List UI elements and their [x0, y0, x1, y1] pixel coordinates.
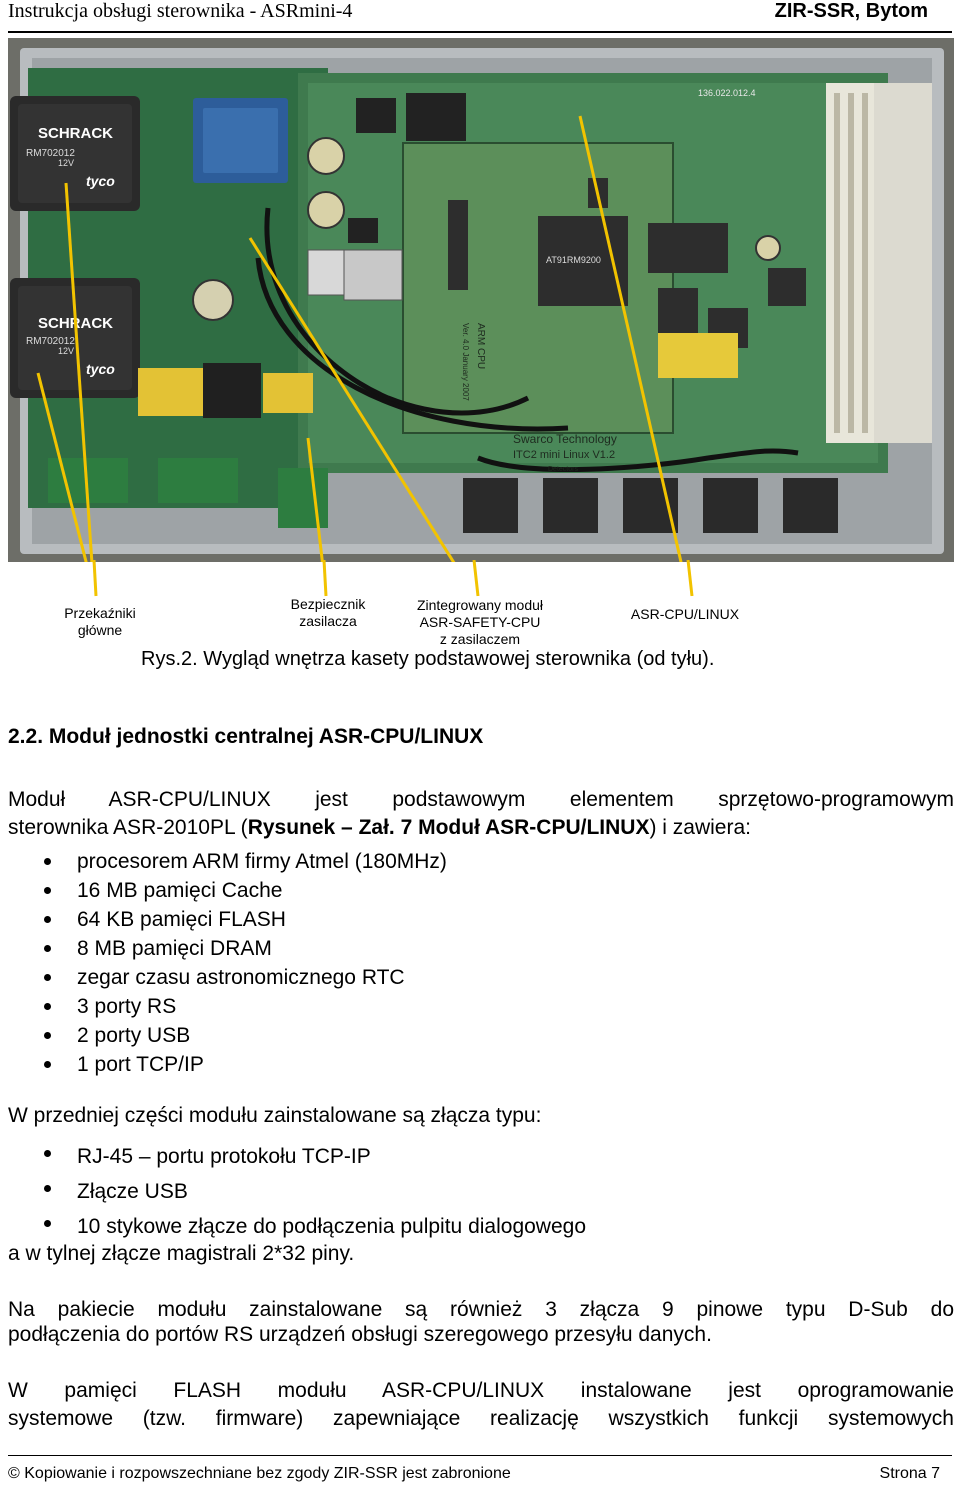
copyright-icon: ©: [8, 1465, 20, 1482]
rear-connector-text: a w tylnej złącze magistrali 2*32 piny.: [8, 1242, 355, 1265]
relay-1-brand: SCHRACK: [38, 125, 113, 142]
list-item: 1 port TCP/IP: [0, 1050, 447, 1079]
callout-relays: Przekaźniki główne: [64, 605, 136, 638]
intro-line-2: sterownika ASR-2010PL (Rysunek – Zał. 7 …: [8, 816, 751, 839]
features-list: procesorem ARM firmy Atmel (180MHz) 16 M…: [0, 847, 447, 1079]
connectors-list: RJ-45 – portu protokołu TCP-IP Złącze US…: [0, 1139, 586, 1244]
header-company: ZIR-SSR, Bytom: [774, 0, 928, 22]
list-item: Złącze USB: [0, 1174, 586, 1209]
cpu-chip: AT91RM9200: [538, 216, 628, 306]
list-item: 16 MB pamięci Cache: [0, 876, 447, 905]
relay-2-model: RM702012: [26, 336, 75, 347]
list-item: zegar czasu astronomicznego RTC: [0, 963, 447, 992]
callout-lines: [36, 115, 683, 562]
header-title: Instrukcja obsługi sterownika - ASRmini-…: [8, 0, 353, 22]
callout-cpu: ASR-CPU/LINUX: [630, 606, 740, 622]
list-item: 64 KB pamięci FLASH: [0, 905, 447, 934]
relay-2: SCHRACK RM702012 12V tyco: [10, 278, 140, 398]
cpu-board-version: Ver. 4.0 January 2007: [461, 323, 470, 401]
callout-fuse: Bezpiecznik zasilacza: [290, 596, 366, 629]
footer-divider: [8, 1455, 952, 1456]
list-item: 10 stykowe złącze do podłączenia pulpitu…: [0, 1209, 586, 1244]
relay-2-voltage: 12V: [58, 346, 74, 356]
figure-reference: Rysunek – Zał. 7 Moduł ASR-CPU/LINUX: [247, 816, 650, 839]
firmware-line-2: systemowe (tzw. firmware) zapewniające r…: [8, 1407, 954, 1430]
dsub-line-1: Na pakiecie modułu zainstalowane są równ…: [8, 1298, 954, 1321]
detectors-label: Detectors: [548, 466, 578, 473]
relay-1: SCHRACK RM702012 12V tyco: [10, 96, 140, 211]
firmware-line-1: W pamięci FLASH modułu ASR-CPU/LINUX ins…: [8, 1379, 954, 1402]
dsub-line-2: podłączenia do portów RS urządzeń obsług…: [8, 1323, 712, 1346]
figure-caption: Rys.2. Wygląd wnętrza kasety podstawowej…: [141, 648, 715, 670]
front-connectors-intro: W przedniej części modułu zainstalowane …: [8, 1104, 542, 1127]
controller-board-photo: SCHRACK RM702012 12V tyco SCHRACK RM7020…: [8, 38, 954, 562]
list-item: 2 porty USB: [0, 1021, 447, 1050]
pcb-code: 136.022.012.4: [698, 88, 756, 98]
page-number: Strona 7: [879, 1465, 940, 1482]
board-label-2: ITC2 mini Linux V1.2: [513, 449, 615, 461]
cpu-chip-label: AT91RM9200: [546, 255, 601, 265]
list-item: RJ-45 – portu protokołu TCP-IP: [0, 1139, 586, 1174]
list-item: 3 porty RS: [0, 992, 447, 1021]
footer-copyright: © Kopiowanie i rozpowszechniane bez zgod…: [8, 1465, 511, 1482]
section-heading: 2.2. Moduł jednostki centralnej ASR-CPU/…: [8, 725, 484, 748]
header-divider: [8, 31, 952, 33]
cpu-board-label: ARM CPU: [475, 323, 486, 369]
board-label: Swarco Technology: [513, 432, 617, 446]
relay-1-voltage: 12V: [58, 158, 74, 168]
list-item: procesorem ARM firmy Atmel (180MHz): [0, 847, 447, 876]
relay-1-logo: tyco: [86, 173, 115, 189]
relay-1-model: RM702012: [26, 148, 75, 159]
callout-lines-ext: [92, 560, 694, 597]
intro-line-1: Moduł ASR-CPU/LINUX jest podstawowym ele…: [8, 788, 954, 811]
list-item: 8 MB pamięci DRAM: [0, 934, 447, 963]
callout-safety-module: Zintegrowany moduł ASR-SAFETY-CPU z zasi…: [416, 597, 544, 647]
relay-2-logo: tyco: [86, 361, 115, 377]
